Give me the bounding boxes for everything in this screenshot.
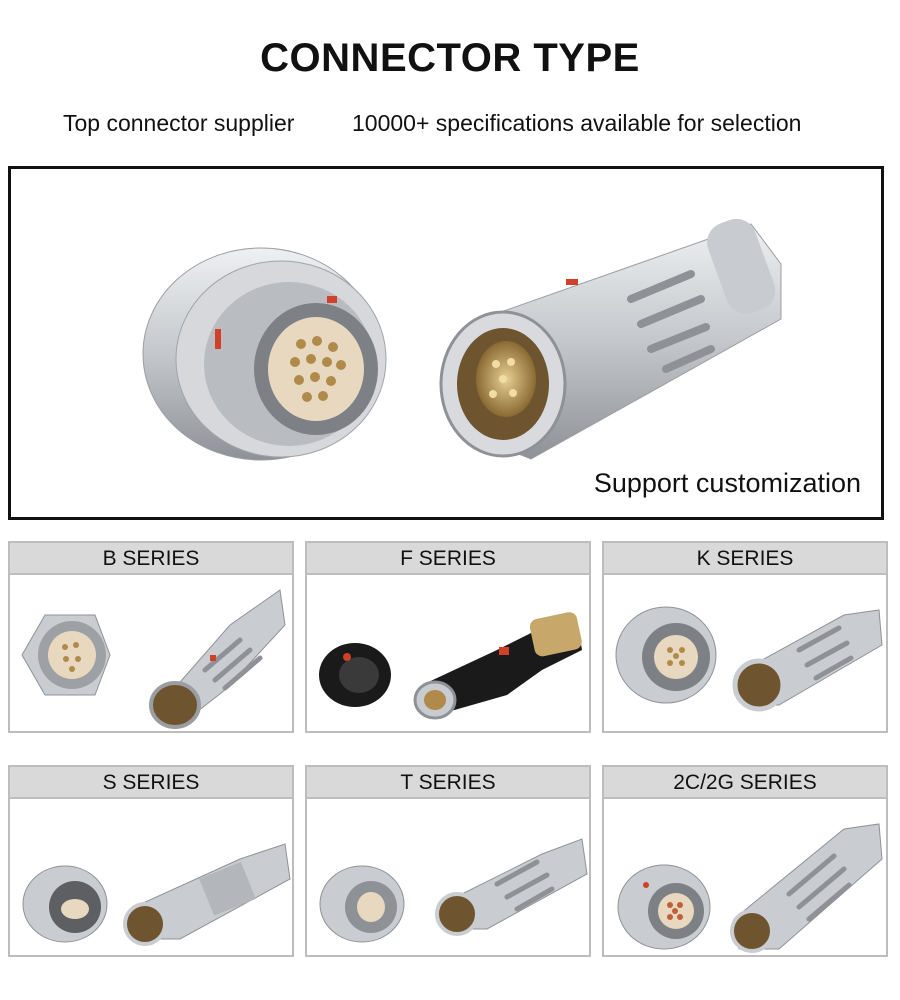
series-card-f[interactable]: F SERIES [305, 541, 591, 733]
page-title: CONNECTOR TYPE [260, 36, 640, 80]
subtitle-right: 10000+ specifications available for sele… [352, 110, 802, 136]
f-series-image [319, 612, 582, 720]
series-card-title: 2C/2G SERIES [604, 767, 886, 799]
t-series-image [319, 838, 588, 943]
series-card-title: F SERIES [307, 543, 589, 575]
hero-connector-image [142, 218, 782, 461]
subtitle-left: Top connector supplier [63, 110, 295, 136]
series-card-title: B SERIES [10, 543, 292, 575]
hero-panel: Support customization [8, 166, 884, 520]
series-card-b[interactable]: B SERIES [8, 541, 294, 733]
series-card-s[interactable]: S SERIES [8, 765, 294, 957]
series-card-t[interactable]: T SERIES [305, 765, 591, 957]
2c-2g-series-image [617, 823, 883, 953]
series-card-title: T SERIES [307, 767, 589, 799]
series-card-2c2g[interactable]: 2C/2G SERIES [602, 765, 888, 957]
series-card-k[interactable]: K SERIES [602, 541, 888, 733]
k-series-image [615, 606, 883, 712]
series-card-title: S SERIES [10, 767, 292, 799]
s-series-image [22, 843, 291, 946]
series-card-title: K SERIES [604, 543, 886, 575]
hero-caption: Support customization [593, 468, 861, 498]
subtitle-row: Top connector supplier 10000+ specificat… [0, 110, 900, 140]
b-series-image [21, 589, 286, 729]
